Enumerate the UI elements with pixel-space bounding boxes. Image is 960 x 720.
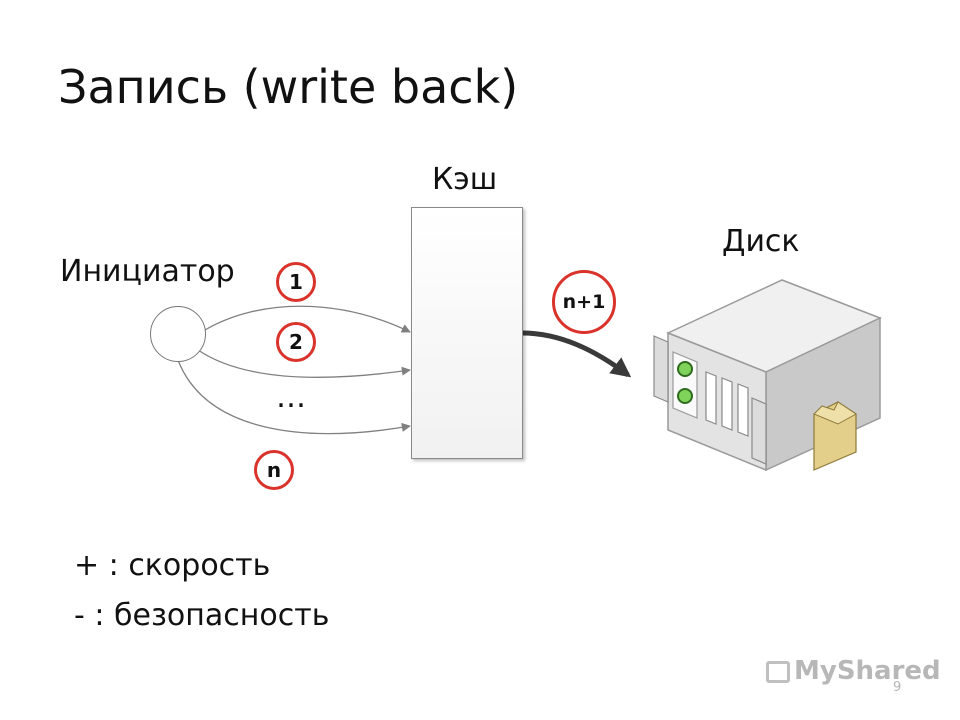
write-arrow-2	[197, 349, 411, 379]
presentation-icon	[766, 661, 790, 683]
write-arrow-1	[204, 305, 411, 333]
disk-label: Диск	[722, 224, 800, 259]
ellipsis: …	[276, 380, 306, 415]
pro-speed: + : скорость	[74, 548, 271, 583]
step-n-plus-1-badge: n+1	[552, 270, 616, 334]
initiator-node	[150, 306, 206, 362]
slide-title: Запись (write back)	[58, 60, 519, 114]
con-safety: - : безопасность	[74, 598, 330, 633]
watermark: MyShared	[766, 656, 941, 686]
cache-label: Кэш	[432, 162, 498, 197]
watermark-text: MyShared	[794, 656, 941, 686]
disk-led-icon	[677, 361, 693, 404]
initiator-label: Инициатор	[60, 254, 235, 289]
cache-box	[411, 207, 523, 459]
folder-icon	[813, 401, 857, 471]
step-1-badge: 1	[276, 262, 316, 302]
flush-arrow	[521, 330, 632, 378]
step-n-badge: n	[254, 450, 294, 490]
step-2-badge: 2	[276, 322, 316, 362]
page-number: 9	[893, 680, 902, 695]
write-arrow-n	[177, 359, 411, 435]
